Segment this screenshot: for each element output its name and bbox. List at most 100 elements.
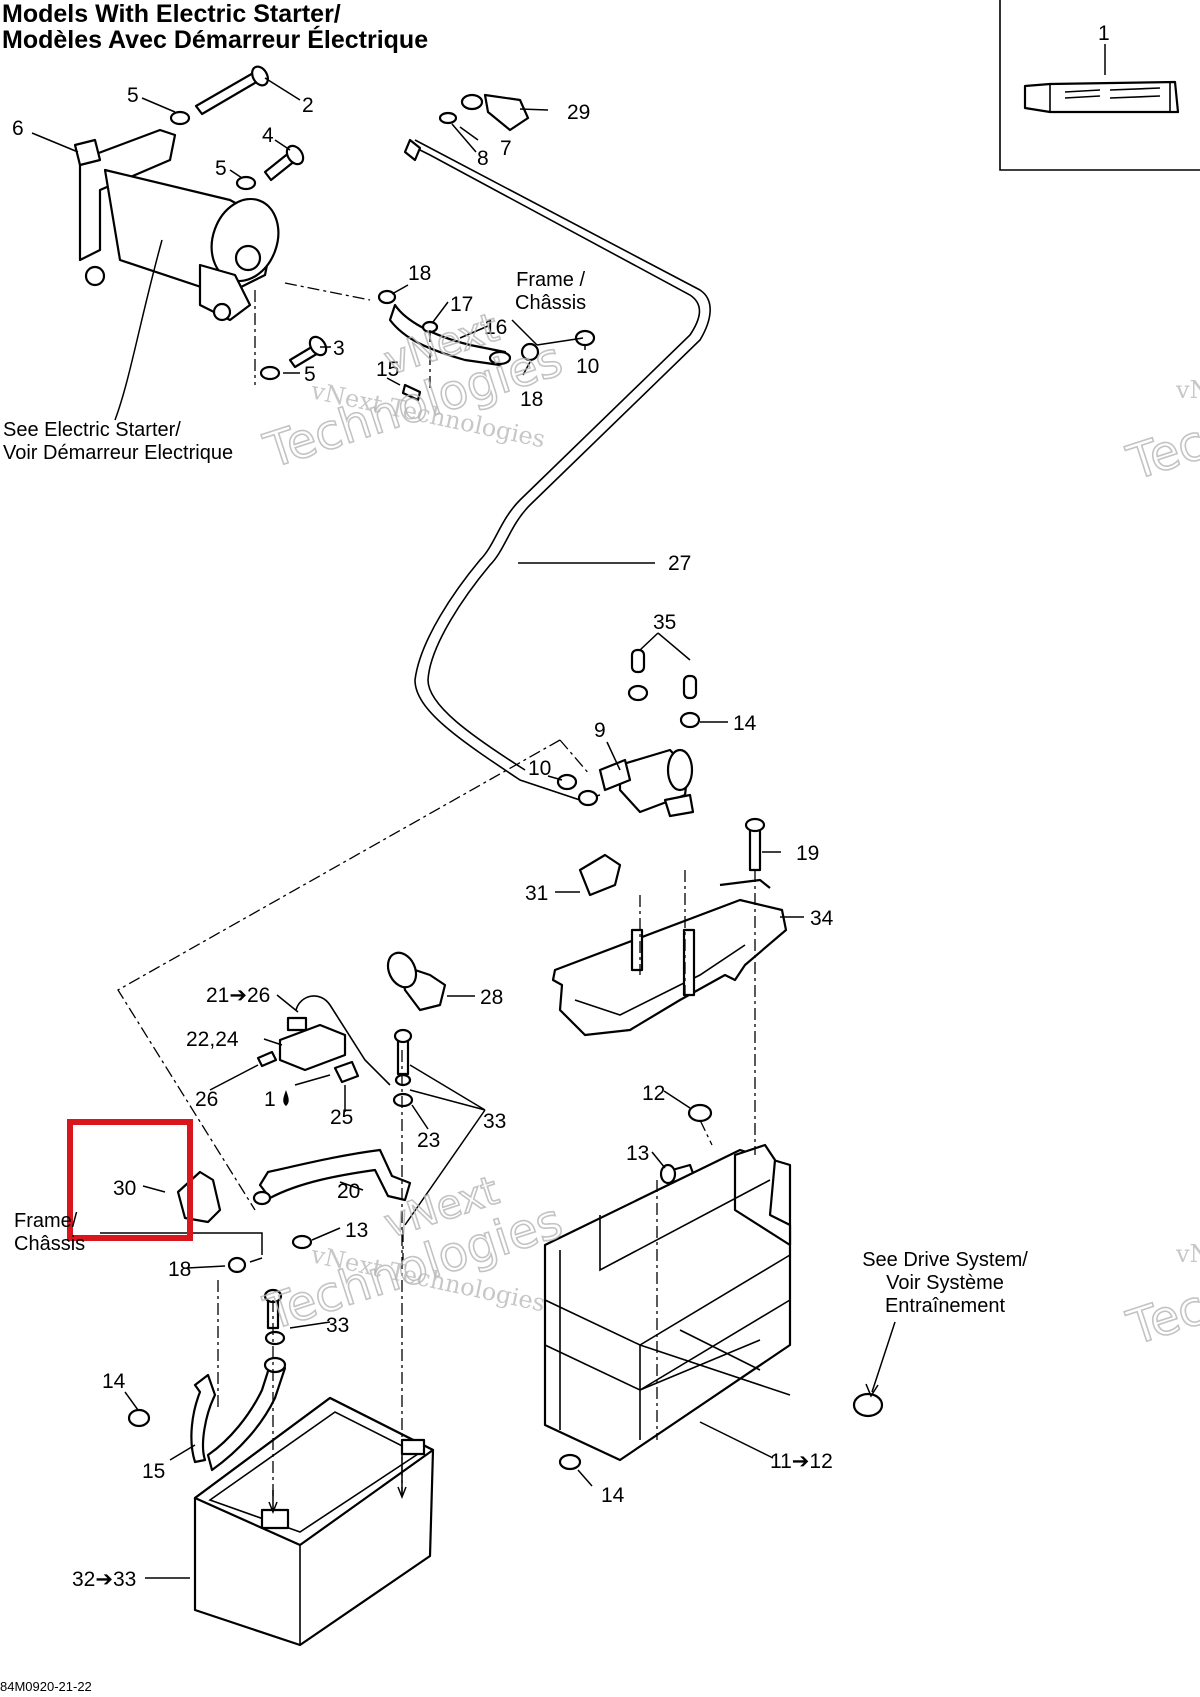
- callout-34: 34: [810, 907, 834, 930]
- star-washer-18[interactable]: [520, 342, 540, 362]
- note-drive-system[interactable]: See Drive System/ Voir Système Entraînem…: [840, 1249, 1050, 1318]
- bolt-3[interactable]: [288, 334, 329, 369]
- callout-33a: 33: [483, 1110, 506, 1133]
- callout-18b: 18: [520, 388, 543, 411]
- callout-10a: 10: [576, 355, 599, 378]
- callout-22-24: 22,24: [186, 1028, 239, 1051]
- callout-32-33: 32➔33: [72, 1568, 136, 1591]
- washer-33-lower[interactable]: [264, 1330, 286, 1346]
- note-frame-left-en: Frame/: [14, 1210, 78, 1232]
- callout-33b: 33: [326, 1314, 349, 1337]
- protector-30[interactable]: [176, 1170, 222, 1224]
- bolt-13-head[interactable]: [291, 1234, 313, 1250]
- callout-28: 28: [480, 986, 503, 1009]
- watermark-edge-2b: Technologies: [1120, 1208, 1200, 1357]
- washer-23[interactable]: [394, 1073, 412, 1087]
- note-frame-left-fr: Châssis: [14, 1233, 86, 1255]
- nut-14-tray[interactable]: [558, 1453, 582, 1471]
- bolt-19[interactable]: [744, 817, 766, 872]
- note-electric-starter-fr: Voir Démarreur Electrique: [3, 442, 234, 464]
- nut-14-left[interactable]: [627, 684, 649, 702]
- boot-35b[interactable]: [682, 674, 698, 700]
- nut-7[interactable]: [460, 93, 484, 111]
- bolt-33-upper[interactable]: [393, 1028, 413, 1076]
- starter-cable-27[interactable]: [414, 149, 701, 801]
- callout-9: 9: [594, 719, 606, 742]
- callouts: 1 2 3 4 5 5 5 6 7 8 29 18 17 16 15 18 10…: [12, 22, 1110, 1591]
- callout-18a: 18: [408, 262, 431, 285]
- fuse-26[interactable]: [256, 1050, 278, 1068]
- highlight-box-30[interactable]: [67, 1119, 193, 1241]
- bolt-15-top[interactable]: [401, 383, 422, 402]
- callout-1b: 1: [264, 1088, 276, 1111]
- boot-31[interactable]: [578, 853, 622, 897]
- electric-starter[interactable]: [73, 128, 289, 322]
- callout-23: 23: [417, 1129, 440, 1152]
- callout-14b: 14: [102, 1370, 126, 1393]
- battery-cable-20[interactable]: [252, 1148, 412, 1206]
- drawing-code: 84M0920-21-22: [0, 1679, 92, 1694]
- watermark-edge-1: vNext Technologies: [1175, 376, 1200, 404]
- callout-8: 8: [477, 147, 489, 170]
- note-drive-system-fr2: Entraînement: [884, 1295, 1006, 1317]
- battery-tray-11[interactable]: [543, 1143, 792, 1462]
- nut-10[interactable]: [556, 773, 578, 791]
- ground-cable-15[interactable]: [190, 1356, 287, 1472]
- washer-8[interactable]: [438, 111, 458, 125]
- washer-23b[interactable]: [392, 1092, 414, 1108]
- callout-15b: 15: [142, 1460, 165, 1483]
- bolt-4[interactable]: [263, 143, 306, 182]
- callout-12: 12: [642, 1082, 665, 1105]
- note-drive-system-en: See Drive System/: [862, 1249, 1028, 1271]
- callout-4: 4: [262, 124, 274, 147]
- watermark-edge-1b: Technologies: [1120, 343, 1200, 492]
- note-frame-top-fr: Châssis: [515, 292, 587, 314]
- inset-box-part-1: [999, 0, 1200, 171]
- ground-strap-16[interactable]: [388, 303, 512, 367]
- fuse-holder-22-24[interactable]: [278, 995, 391, 1086]
- washer-5-low[interactable]: [259, 365, 281, 381]
- callout-31: 31: [525, 882, 548, 905]
- callout-5b: 5: [215, 157, 227, 180]
- callout-35: 35: [653, 611, 676, 634]
- support-34[interactable]: [551, 898, 788, 1037]
- callout-13b: 13: [345, 1219, 368, 1242]
- callout-10b: 10: [528, 757, 551, 780]
- callout-1: 1: [1098, 22, 1110, 45]
- terminal-boot-29[interactable]: [483, 93, 530, 132]
- nut-12[interactable]: [687, 1103, 713, 1123]
- flange-nut-drive[interactable]: [852, 1392, 884, 1418]
- lock-washer-18-top[interactable]: [377, 289, 397, 305]
- callout-2: 2: [302, 94, 314, 117]
- callout-18c: 18: [168, 1258, 191, 1281]
- note-frame-top: Frame / Châssis: [515, 269, 586, 315]
- nut-14-right[interactable]: [679, 711, 701, 729]
- callout-26: 26: [195, 1088, 218, 1111]
- note-electric-starter-en: See Electric Starter/: [3, 419, 181, 441]
- leader-lines: [31, 44, 1106, 1579]
- grease-tube-icon: [1023, 80, 1180, 114]
- star-washer-18-left[interactable]: [227, 1256, 247, 1274]
- note-drive-system-fr1: Voir Système: [886, 1272, 1004, 1294]
- fuse-25[interactable]: [333, 1060, 360, 1084]
- starter-solenoid-9[interactable]: [598, 748, 695, 818]
- note-electric-starter[interactable]: See Electric Starter/ Voir Démarreur Ele…: [3, 419, 233, 465]
- bolt-19-shaft: [719, 878, 771, 889]
- callout-27: 27: [668, 552, 691, 575]
- callout-14a: 14: [733, 712, 757, 735]
- callout-29: 29: [567, 101, 590, 124]
- callout-5a: 5: [127, 84, 139, 107]
- bolt-2[interactable]: [194, 64, 271, 116]
- nut-14-left-lower[interactable]: [127, 1408, 151, 1428]
- callout-5c: 5: [304, 363, 316, 386]
- callout-14c: 14: [601, 1484, 625, 1507]
- boot-35a[interactable]: [630, 648, 646, 674]
- battery-32[interactable]: [193, 1396, 435, 1647]
- callout-15a: 15: [376, 358, 399, 381]
- callout-11-12: 11➔12: [770, 1450, 833, 1473]
- washer-5-top[interactable]: [169, 110, 191, 126]
- callout-21-26: 21➔26: [206, 984, 270, 1007]
- callout-19: 19: [796, 842, 819, 865]
- washer-5-mid[interactable]: [235, 175, 257, 191]
- nut-10b[interactable]: [577, 789, 599, 807]
